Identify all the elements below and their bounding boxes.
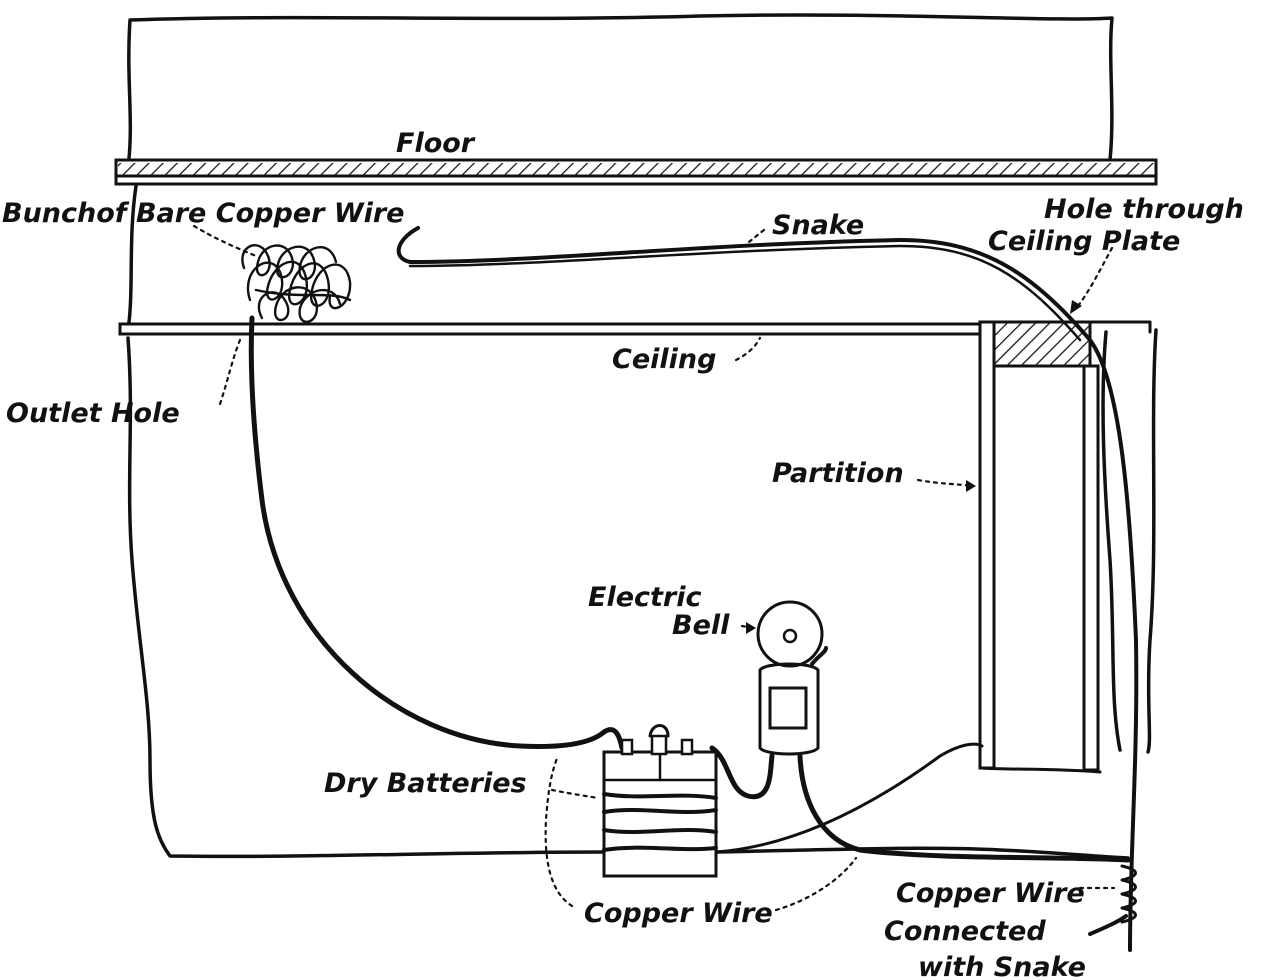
partition-right-stud [1082,364,1100,772]
copper-wire-bunch [241,244,352,323]
label-hole-through: Hole through [1044,194,1244,225]
copper-wire-bell-snake [797,753,1131,863]
label-with-snake: with Snake [918,952,1086,980]
snake-connection-coil [1120,864,1137,924]
copper-wire-outlet [248,315,625,751]
pointer-bunch [192,224,258,258]
pointer-batteries [550,788,600,800]
pointer-outlet [218,338,242,406]
label-dry-batteries: Dry Batteries [324,768,527,799]
snake-wire [396,226,1139,952]
label-bell: Bell [672,610,730,641]
label-partition: Partition [772,458,904,489]
electric-bell [756,600,828,756]
label-copper-wire-2: Copper Wire [896,878,1085,909]
copper-wire-return [714,742,984,854]
pointer-copper-right [774,856,858,912]
ceiling-plate [980,320,1092,368]
floor-hatching [118,163,1154,176]
label-floor: Floor [396,128,476,159]
label-ceiling-plate: Ceiling Plate [988,226,1180,257]
pointer-partition [916,478,974,488]
pointer-copper-left [544,754,574,908]
label-snake: Snake [772,210,864,241]
label-copper-wire: Copper Wire [584,898,773,929]
label-electric: Electric [588,582,702,613]
dry-batteries [602,724,718,878]
label-outlet-hole: Outlet Hole [6,398,180,429]
pointer-ceiling [734,336,762,362]
wall-outline [126,13,1158,860]
label-connected: Connected [884,916,1046,947]
label-ceiling: Ceiling [612,344,716,375]
label-bunch-copper-wire: Bunchof Bare Copper Wire [2,198,404,229]
partition [978,320,996,770]
copper-wire-battery-bell [709,745,775,800]
pointer-hole [1076,246,1114,308]
pointer-snake [744,228,766,246]
